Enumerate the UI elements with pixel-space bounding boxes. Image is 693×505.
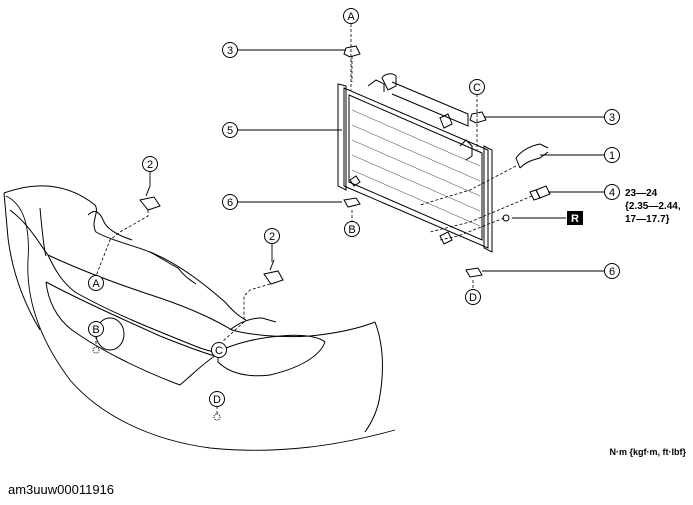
svg-text:1: 1 (609, 150, 615, 162)
callout-6-left: 6 (222, 194, 238, 210)
callout-6-right: 6 (604, 263, 620, 279)
svg-text:3: 3 (609, 112, 615, 124)
svg-text:R: R (571, 213, 579, 225)
svg-text:{2.35—2.44,: {2.35—2.44, (625, 201, 681, 212)
svg-text:23—24: 23—24 (625, 188, 658, 199)
letter-B-car: B (88, 321, 104, 337)
callout-5: 5 (222, 122, 238, 138)
grommet-bottom-left (343, 197, 361, 208)
letter-B-radiator: B (344, 221, 360, 237)
grommet-bottom-right (465, 267, 483, 278)
bracket-left-lower (263, 270, 284, 285)
callout-3-right: 3 (604, 109, 620, 125)
letter-A-car: A (88, 275, 104, 291)
svg-text:A: A (347, 11, 355, 23)
grommet-top-left (343, 45, 361, 58)
figure-id-caption: am3uuw00011916 (8, 482, 115, 497)
svg-text:5: 5 (227, 125, 233, 137)
letter-D-radiator: D (465, 289, 481, 305)
callout-1: 1 (604, 147, 620, 163)
svg-text:6: 6 (227, 197, 233, 209)
callout-2-upper: 2 (142, 156, 158, 172)
letter-C-car: C (211, 342, 227, 358)
svg-text:17—17.7}: 17—17.7} (625, 214, 670, 225)
svg-text:A: A (92, 278, 100, 290)
mount-hole-D (213, 413, 221, 421)
svg-text:3: 3 (227, 45, 233, 57)
svg-text:D: D (469, 292, 477, 304)
svg-text:B: B (92, 324, 99, 336)
svg-text:C: C (473, 82, 481, 94)
svg-text:D: D (213, 394, 221, 406)
vehicle-front-body (3, 185, 396, 451)
svg-text:4: 4 (609, 187, 615, 199)
mount-hole-B (92, 346, 100, 354)
svg-text:6: 6 (609, 266, 615, 278)
replace-mark-R: R (512, 211, 583, 225)
svg-text:2: 2 (269, 231, 275, 243)
reference-dashed-lines (95, 24, 533, 414)
leader-lines (149, 49, 604, 272)
letter-D-car: D (209, 391, 225, 407)
callout-2-lower: 2 (264, 228, 280, 244)
radiator (337, 73, 551, 253)
letter-C-top: C (469, 79, 485, 95)
letter-A-top: A (343, 8, 359, 24)
grommet-top-right (469, 111, 487, 124)
svg-text:C: C (215, 345, 223, 357)
torque-spec: 23—24 {2.35—2.44, 17—17.7} (625, 188, 681, 225)
bracket-left-upper (139, 196, 161, 211)
fasteners (92, 45, 487, 421)
callout-3-left: 3 (222, 42, 238, 58)
callout-4: 4 (604, 184, 620, 200)
svg-text:2: 2 (147, 159, 153, 171)
svg-text:B: B (348, 224, 355, 236)
unit-note: N·m {kgf·m, ft·lbf} (610, 447, 687, 457)
